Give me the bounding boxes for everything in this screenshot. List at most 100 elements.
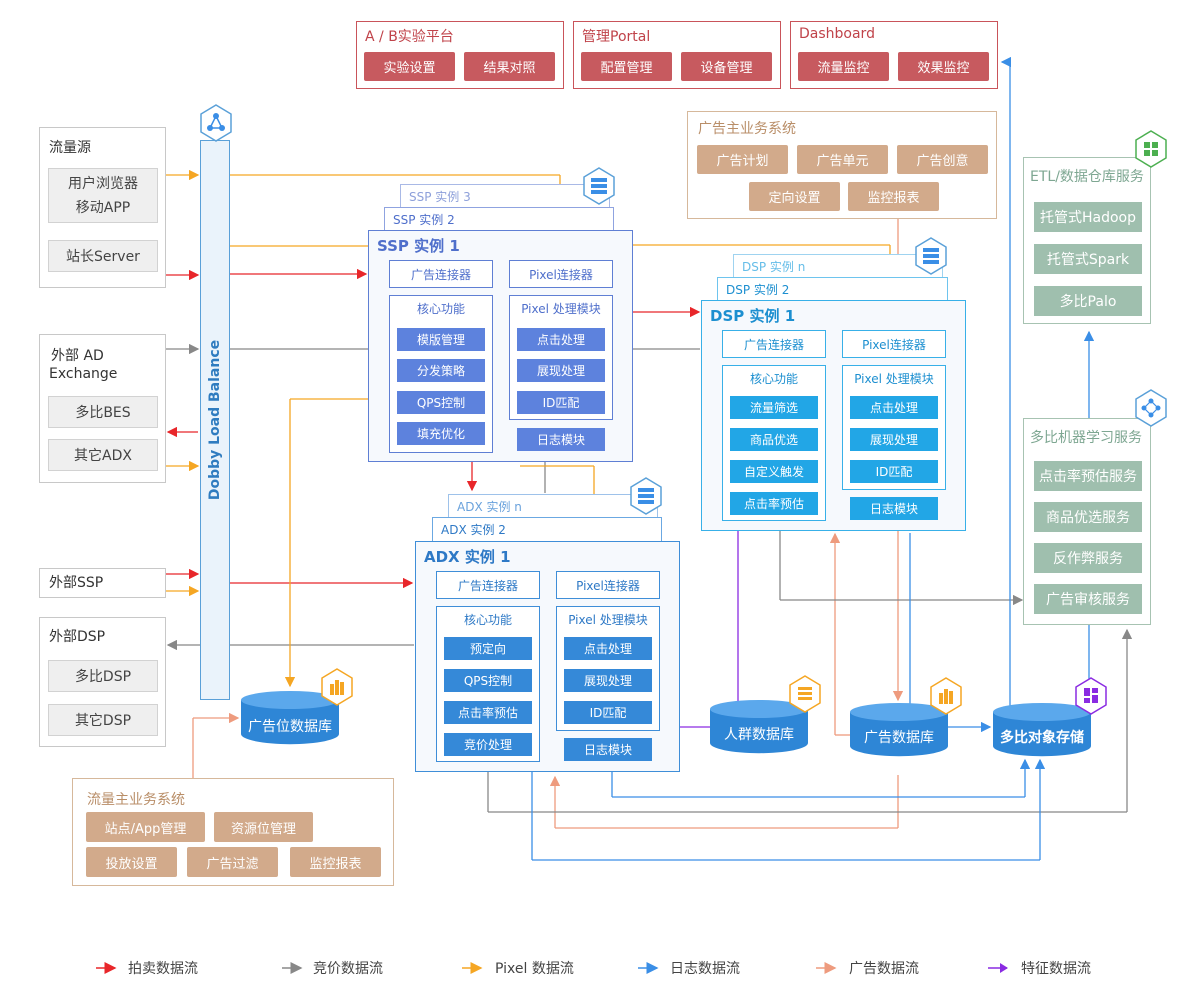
ad-unit: 广告单元 [797, 145, 888, 174]
ssp-id-matching: ID匹配 [517, 391, 605, 414]
ssp-pixel-title: Pixel 处理模块 [521, 302, 601, 316]
publisher-business-system: 流量主业务系统 站点/App管理 资源位管理 投放设置 广告过滤 监控报表 [72, 778, 394, 886]
user-browser-mobile-app: 用户浏览器 移动APP [48, 168, 158, 223]
ab-test-platform: A / B实验平台 实验设置 结果对照 [356, 21, 564, 89]
ssp-core-module: 核心功能 模版管理 分发策略 QPS控制 填充优化 [389, 295, 493, 453]
ssp-ad-connector: 广告连接器 [389, 260, 493, 288]
ctr-prediction-service: 点击率预估服务 [1034, 461, 1142, 491]
doby-dsp: 多比DSP [48, 660, 158, 692]
bid-processing: 竞价处理 [444, 733, 532, 756]
external-dsp-group: 外部DSP 多比DSP 其它DSP [39, 617, 166, 747]
ssp-click-processing: 点击处理 [517, 328, 605, 351]
result-comparison-button[interactable]: 结果对照 [464, 52, 555, 81]
ml-title: 多比机器学习服务 [1030, 430, 1142, 446]
product-selection: 商品优选 [730, 428, 818, 451]
site-app-management: 站点/App管理 [86, 812, 205, 842]
load-balancer-icon [200, 104, 232, 142]
ml-service: 多比机器学习服务 点击率预估服务 商品优选服务 反作弊服务 广告审核服务 [1023, 418, 1151, 625]
adx-instance-n-label: ADX 实例 n [457, 500, 522, 514]
audience-db-icon [789, 675, 821, 713]
legend-pixel-flow: Pixel 数据流 [495, 961, 574, 977]
dsp-instance-1-title: DSP 实例 1 [710, 307, 796, 325]
adx-log-module: 日志模块 [564, 738, 652, 761]
qps-control: QPS控制 [397, 391, 485, 414]
dobby-load-balancer: Dobby Load Balance [200, 140, 230, 700]
adslot-database-label: 广告位数据库 [248, 719, 332, 735]
external-adx-group: 外部 AD Exchange 多比BES 其它ADX [39, 334, 166, 483]
ad-db-icon [930, 677, 962, 715]
dsp-impression-processing: 展现处理 [850, 428, 938, 451]
config-management-button[interactable]: 配置管理 [581, 52, 672, 81]
ssp-log-module: 日志模块 [517, 428, 605, 451]
publisher-business-title: 流量主业务系统 [87, 792, 185, 808]
dsp-core-module: 核心功能 流量筛选 商品优选 自定义触发 点击率预估 [722, 365, 826, 521]
delivery-settings: 投放设置 [86, 847, 177, 877]
legend-bidding-flow: 竞价数据流 [313, 961, 383, 977]
managed-spark: 托管式Spark [1034, 244, 1142, 274]
other-dsp: 其它DSP [48, 704, 158, 736]
etl-data-warehouse-service: ETL/数据仓库服务 托管式Hadoop 托管式Spark 多比Palo [1023, 157, 1151, 324]
external-ssp-title: 外部SSP [49, 575, 104, 591]
external-adx-title-line2: Exchange [49, 366, 118, 382]
traffic-source-group: 流量源 用户浏览器 移动APP 站长Server [39, 127, 166, 288]
object-storage-icon [1075, 677, 1107, 715]
external-dsp-title: 外部DSP [49, 629, 106, 645]
dashboard-title: Dashboard [799, 26, 875, 42]
ad-monitor-report: 监控报表 [848, 182, 939, 211]
audience-database: 人群数据库 [710, 700, 808, 754]
user-browser-label: 用户浏览器 [68, 175, 138, 192]
dsp-core-title: 核心功能 [749, 372, 798, 386]
adx-core-title: 核心功能 [463, 613, 512, 627]
ssp-instance-3-label: SSP 实例 3 [409, 190, 471, 204]
adx-ad-connector: 广告连接器 [436, 571, 540, 599]
adx-impression-processing: 展现处理 [564, 669, 652, 692]
adx-click-processing: 点击处理 [564, 637, 652, 660]
dsp-pixel-module: Pixel 处理模块 点击处理 展现处理 ID匹配 [842, 365, 946, 490]
effect-monitor-button[interactable]: 效果监控 [898, 52, 989, 81]
load-balancer-label: Dobby Load Balance [207, 339, 223, 501]
traffic-filtering: 流量筛选 [730, 396, 818, 419]
audience-database-label: 人群数据库 [724, 727, 794, 743]
adx-core-module: 核心功能 预定向 QPS控制 点击率预估 竞价处理 [436, 606, 540, 762]
ad-database-label: 广告数据库 [864, 730, 934, 746]
targeting-settings: 定向设置 [749, 182, 840, 211]
object-storage-label: 多比对象存储 [1000, 729, 1084, 746]
ad-campaign: 广告计划 [697, 145, 788, 174]
other-adx: 其它ADX [48, 439, 158, 471]
experiment-settings-button[interactable]: 实验设置 [364, 52, 455, 81]
ssp-pixel-module: Pixel 处理模块 点击处理 展现处理 ID匹配 [509, 295, 613, 420]
distribution-strategy: 分发策略 [397, 359, 485, 382]
ad-review-service: 广告审核服务 [1034, 584, 1142, 614]
legend-log-flow: 日志数据流 [670, 961, 740, 977]
adx-pixel-connector: Pixel连接器 [556, 571, 660, 599]
advertiser-business-title: 广告主业务系统 [698, 121, 796, 137]
adx-ctr-prediction: 点击率预估 [444, 701, 532, 724]
legend-ad-flow: 广告数据流 [849, 961, 919, 977]
admin-portal: 管理Portal 配置管理 设备管理 [573, 21, 781, 89]
ad-database: 广告数据库 [850, 703, 948, 757]
ad-creative: 广告创意 [897, 145, 988, 174]
traffic-monitor-button[interactable]: 流量监控 [798, 52, 889, 81]
dsp-pixel-title: Pixel 处理模块 [854, 372, 934, 386]
ssp-instance-1-title: SSP 实例 1 [377, 237, 460, 255]
adx-id-matching: ID匹配 [564, 701, 652, 724]
anti-fraud-service: 反作弊服务 [1034, 543, 1142, 573]
adx-qps-control: QPS控制 [444, 669, 532, 692]
adx-server-icon [630, 477, 662, 515]
doby-bes: 多比BES [48, 396, 158, 428]
custom-trigger: 自定义触发 [730, 460, 818, 483]
adx-instance-2-label: ADX 实例 2 [441, 523, 506, 537]
dsp-instance-2-label: DSP 实例 2 [726, 283, 790, 297]
dsp-log-module: 日志模块 [850, 497, 938, 520]
product-selection-service: 商品优选服务 [1034, 502, 1142, 532]
adx-instance-1-title: ADX 实例 1 [424, 548, 511, 566]
device-management-button[interactable]: 设备管理 [681, 52, 772, 81]
ad-slot-management: 资源位管理 [214, 812, 313, 842]
dsp-ad-connector: 广告连接器 [722, 330, 826, 358]
traffic-source-title: 流量源 [49, 140, 91, 156]
dsp-instance-1: DSP 实例 1 广告连接器 Pixel连接器 核心功能 流量筛选 商品优选 自… [701, 300, 966, 531]
ssp-core-title: 核心功能 [416, 302, 465, 316]
adx-instance-1: ADX 实例 1 广告连接器 Pixel连接器 核心功能 预定向 QPS控制 点… [415, 541, 680, 772]
doby-palo: 多比Palo [1034, 286, 1142, 316]
